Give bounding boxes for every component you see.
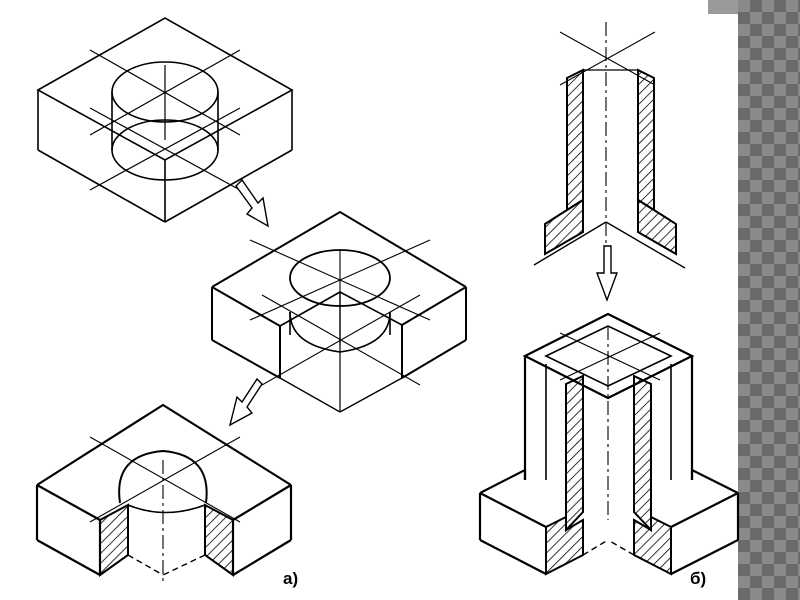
arrow-a1-to-a2	[235, 178, 269, 228]
figure-b1-tube-section	[533, 22, 686, 269]
figure-a2-quarter-cut-block	[211, 210, 467, 413]
figure-a1-wireframe-block	[36, 17, 294, 223]
decorative-checker-pattern	[738, 0, 800, 600]
figure-b2-tube-on-base	[478, 312, 740, 576]
arrow-b1-to-b2	[595, 245, 619, 303]
figure-label-a: а)	[283, 569, 299, 588]
figure-a3-sectioned-block	[35, 403, 293, 585]
figure-label-b: б)	[690, 569, 707, 588]
arrow-a2-to-a3	[228, 377, 263, 427]
